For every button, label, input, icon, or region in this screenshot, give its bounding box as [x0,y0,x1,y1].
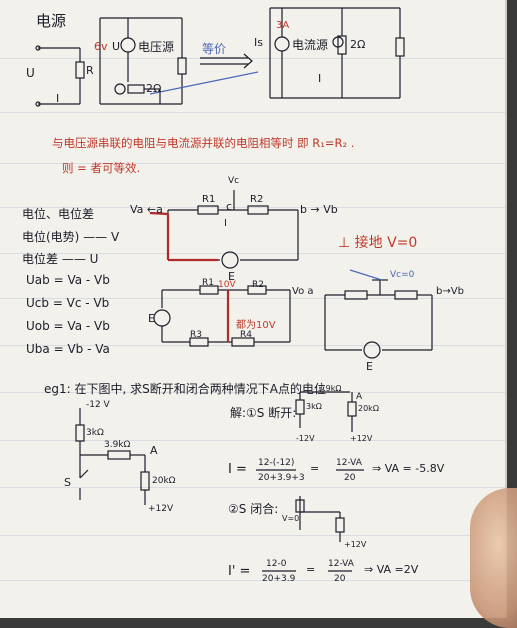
right-node-b: b→Vb [436,286,464,297]
def-potential-difference: 电位差 —— U [22,252,99,266]
eq2-numerator2: 12-VA [328,559,354,569]
solution-closed-title: ②S 闭合: [228,502,279,516]
eq1-equals: = [310,462,320,475]
r1-label: R1 [202,194,216,205]
voltage-u-label: U [26,66,35,80]
ex-plus12v: +12V [148,504,174,514]
all-10v-note: 都为10V [236,320,276,331]
ex-3-9k-label: 3.9kΩ [104,440,131,450]
solution-open-title: 解:①S 断开: [230,406,297,420]
rule-line [0,163,505,164]
closed-v0: V=0 [282,514,300,523]
emf-e-label: E [228,270,235,283]
rule-line [0,440,505,441]
vc-label: Vc [228,176,240,186]
formula-uab: Uab = Va - Vb [26,273,110,287]
eq2-denominator: 20+3.9 [262,574,296,584]
ex-minus12v: -12 V [86,400,110,410]
sol-minus12v: -12V [296,434,315,443]
eq2-result: ⇒ VA =2V [364,563,419,576]
eq2-equals: = [306,563,316,576]
potential-heading: 电位、电位差 [22,207,95,221]
source-u-label: U [112,40,121,53]
eq1-denominator: 20+3.9+3 [258,473,305,483]
is-label: Is [254,36,263,49]
current-label: I [224,218,227,229]
ex-20k-label: 20kΩ [152,476,176,486]
bridge-10v: 10V [218,280,236,290]
rule-line [0,580,505,581]
ground-definition: ⊥ 接地 V=0 [338,235,418,251]
eq1-result: ⇒ VA = -5.8V [372,462,445,475]
equivalent-label: 等价 [202,42,227,56]
bridge-emf-label: E [148,312,155,325]
eq1-denominator2: 20 [344,473,356,483]
right-i-label: I [318,72,322,85]
eq2-lhs: I' = [228,564,251,579]
six-volt-label: 6v [94,40,108,53]
equivalence-note-line2: 则 = 者可等效. [62,161,141,175]
def-potential: 电位(电势) —— V [22,230,120,244]
power-source-title: 电源 [36,12,67,30]
rule-line [0,207,505,208]
bridge-r1: R1 [202,278,214,288]
rule-line [0,58,505,59]
three-amp-label: 3A [276,20,290,31]
circuit-sketches [35,7,433,572]
rule-line [0,535,505,536]
ex-node-a: A [150,444,158,457]
formula-uob: Uob = Va - Vb [26,319,110,333]
current-i-label: I [56,92,60,105]
eq1-numerator2: 12-VA [336,458,362,468]
eq1-lhs: I = [228,462,247,477]
eq2-numerator: 12-0 [266,559,287,569]
eq1-numerator: 12-(-12) [258,458,295,468]
ex-switch-s: S [64,476,71,489]
right-2ohm-label: 2Ω [350,38,366,51]
eq2-denominator2: 20 [334,574,346,584]
rule-line [0,253,505,254]
node-c-label: c [226,200,233,213]
closed-plus12v: +12V [344,540,367,549]
current-source-label: 电流源 [292,38,329,52]
bridge-r3: R3 [190,330,202,340]
rule-line [0,298,505,299]
resistor-2ohm-label: 2Ω [146,82,162,95]
example-question: eg1: 在下图中, 求S断开和闭合两种情况下A点的电位 [44,382,326,396]
sol-20k: 20kΩ [358,404,379,413]
formula-ucb: Ucb = Vc - Vb [26,296,110,310]
rule-line [0,392,505,393]
bridge-r2: R2 [252,280,264,290]
r2-label: R2 [250,194,264,205]
voltage-source-label: 电压源 [138,40,175,54]
vc-zero-label: Vc=0 [390,270,415,280]
node-b-label: b → Vb [300,203,338,216]
ex-3k-label: 3kΩ [86,428,104,438]
sol-plus12v: +12V [350,434,373,443]
sol-3k: 3kΩ [306,402,322,411]
sol-node-a: A [356,392,363,402]
right-emf-label: E [366,360,373,373]
finger-overlay [470,488,517,628]
resistor-r-label: R [86,64,94,77]
formula-uba: Uba = Vb - Va [26,342,110,356]
rule-line [0,112,505,113]
notebook-page: 电源 U R I 6v U 电压源 2Ω 等价 Is 3A 电流源 2Ω I 与… [0,0,507,618]
rule-line [0,487,505,488]
equivalence-note-line1: 与电压源串联的电阻与电流源并联的电阻相等时 即 R₁=R₂ . [52,136,355,150]
right-node-a: Vo a [292,286,314,297]
node-a-label: Va ←a [130,203,163,216]
bridge-r4: R4 [240,330,252,340]
sol-3-9k: 3.9kΩ [318,384,342,393]
